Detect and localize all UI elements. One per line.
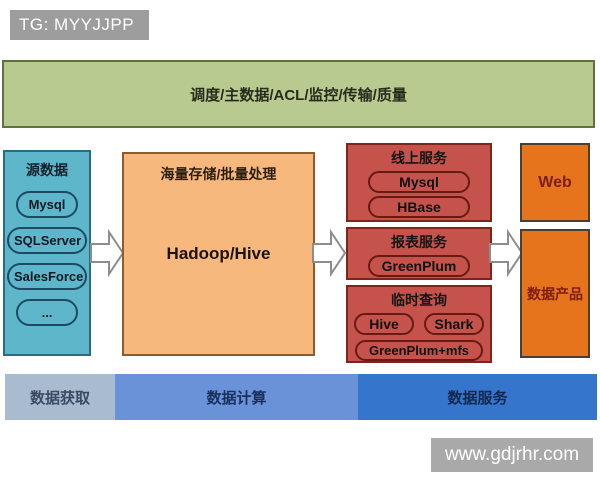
adhoc-query-title: 临时查询 — [391, 292, 447, 308]
hadoop-hive-label: Hadoop/Hive — [166, 244, 271, 263]
source-item-salesforce: SalesForce — [7, 263, 87, 290]
report-service-box: 报表服务 GreenPlum — [346, 227, 492, 280]
output-data-product-label: 数据产品 — [527, 285, 583, 302]
adhoc-item-greenplum-mfs: GreenPlum+mfs — [355, 340, 483, 361]
phase-bar: 数据获取 数据计算 数据服务 — [5, 374, 597, 420]
output-web-label: Web — [538, 173, 572, 191]
governance-banner-label: 调度/主数据/ACL/监控/传输/质量 — [190, 86, 407, 104]
source-item-more: ... — [16, 299, 78, 326]
adhoc-item-shark: Shark — [424, 313, 484, 335]
tg-watermark: TG: MYYJJPP — [10, 10, 149, 40]
flow-arrow-services-to-outputs-icon — [489, 229, 523, 277]
phase-data-computation: 数据计算 — [115, 374, 358, 420]
online-service-title: 线上服务 — [391, 150, 447, 166]
storage-batch-title: 海量存储/批量处理 — [160, 166, 277, 182]
output-web-box: Web — [520, 143, 590, 222]
report-service-title: 报表服务 — [391, 234, 447, 250]
governance-banner: 调度/主数据/ACL/监控/传输/质量 — [2, 60, 595, 128]
online-item-mysql: Mysql — [368, 171, 470, 193]
source-data-box: 源数据 Mysql SQLServer SalesForce ... — [3, 150, 91, 356]
flow-arrow-storage-to-services-icon — [312, 229, 346, 277]
online-item-hbase: HBase — [368, 196, 470, 218]
adhoc-query-row: Hive Shark — [348, 313, 490, 335]
adhoc-item-hive: Hive — [354, 313, 414, 335]
source-data-title: 源数据 — [26, 162, 68, 178]
site-watermark: www.gdjrhr.com — [431, 438, 593, 472]
source-item-sqlserver: SQLServer — [7, 227, 87, 254]
output-data-product-box: 数据产品 — [520, 229, 590, 358]
report-item-greenplum: GreenPlum — [368, 255, 470, 277]
phase-data-acquisition: 数据获取 — [5, 374, 115, 420]
online-service-box: 线上服务 Mysql HBase — [346, 143, 492, 222]
source-item-mysql: Mysql — [16, 191, 78, 218]
phase-data-service: 数据服务 — [358, 374, 597, 420]
adhoc-query-box: 临时查询 Hive Shark GreenPlum+mfs — [346, 285, 492, 363]
site-watermark-label: www.gdjrhr.com — [444, 444, 580, 465]
storage-batch-box: 海量存储/批量处理 Hadoop/Hive — [122, 152, 315, 356]
source-data-list: Mysql SQLServer SalesForce ... — [5, 191, 89, 326]
tg-watermark-label: TG: MYYJJPP — [19, 15, 135, 34]
flow-arrow-source-to-storage-icon — [90, 229, 124, 277]
